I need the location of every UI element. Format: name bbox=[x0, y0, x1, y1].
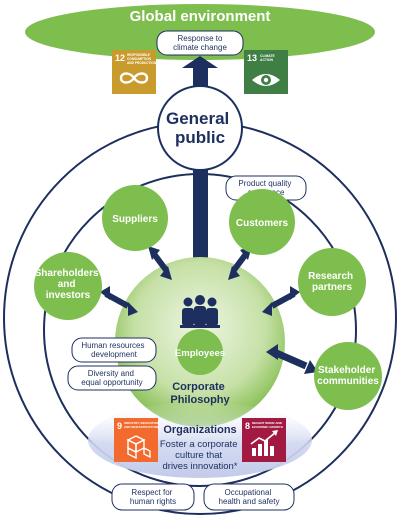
research-partners-circle bbox=[298, 248, 366, 316]
diversity-box bbox=[67, 365, 157, 391]
sdg8-title: DECENT WORK AND ECONOMIC GROWTH bbox=[252, 421, 283, 429]
arrow-shareholders bbox=[100, 286, 138, 316]
general-public-circle bbox=[157, 85, 243, 171]
growth-chart-icon bbox=[250, 430, 278, 456]
health-safety-label: Occupational health and safety bbox=[219, 488, 280, 506]
eye-globe-icon bbox=[252, 74, 280, 86]
cubes-icon bbox=[126, 435, 151, 460]
shareholders-circle bbox=[34, 252, 102, 320]
sdg9-tile: 9 INDUSTRY, INNOVATION AND INFRASTRUCTUR… bbox=[114, 418, 160, 462]
sdg8-tile: 8 DECENT WORK AND ECONOMIC GROWTH bbox=[242, 418, 286, 462]
general-public-label: General public bbox=[166, 109, 234, 147]
global-environment-title: Global environment bbox=[130, 8, 271, 25]
customers-label: Customers bbox=[236, 218, 289, 229]
suppliers-label: Suppliers bbox=[112, 214, 158, 225]
organizations-label: Organizations bbox=[163, 424, 236, 436]
foster-culture-label: Foster a corporate culture that drives i… bbox=[160, 439, 240, 472]
hr-development-label: Human resources development bbox=[81, 341, 146, 359]
employees-label: Employees bbox=[175, 348, 225, 359]
hr-development-box bbox=[71, 337, 157, 363]
people-icon bbox=[180, 295, 220, 328]
vertical-arrow-head bbox=[182, 56, 218, 68]
human-rights-label: Respect for human rights bbox=[130, 488, 176, 506]
arrow-suppliers bbox=[148, 246, 172, 280]
sdg12-tile: 12 RESPONSIBLE CONSUMPTION AND PRODUCTIO… bbox=[112, 50, 157, 94]
sdg9-number: 9 bbox=[117, 421, 122, 431]
sdg12-title: RESPONSIBLE CONSUMPTION AND PRODUCTION bbox=[127, 53, 157, 65]
shareholders-label: Shareholders and investors bbox=[35, 268, 102, 301]
sdg13-tile: 13 CLIMATE ACTION bbox=[244, 50, 288, 94]
sdg12-number: 12 bbox=[115, 53, 125, 63]
sdg8-number: 8 bbox=[245, 421, 250, 431]
customers-circle bbox=[229, 189, 295, 255]
response-label-box bbox=[156, 30, 244, 56]
sdg13-title: CLIMATE ACTION bbox=[260, 54, 276, 62]
diversity-label: Diversity and equal opportunity bbox=[81, 369, 142, 387]
stakeholder-communities-circle bbox=[314, 342, 382, 410]
employees-circle bbox=[177, 329, 223, 375]
sdg13-number: 13 bbox=[247, 53, 257, 63]
human-rights-box bbox=[111, 483, 195, 511]
stakeholder-communities-label: Stakeholder communities bbox=[317, 365, 379, 387]
sdg9-title: INDUSTRY, INNOVATION AND INFRASTRUCTURE bbox=[124, 421, 160, 429]
health-safety-box bbox=[203, 483, 295, 511]
arrow-research bbox=[262, 286, 300, 316]
research-partners-label: Research partners bbox=[308, 271, 356, 293]
suppliers-circle bbox=[102, 185, 168, 251]
infinity-icon bbox=[119, 72, 149, 84]
